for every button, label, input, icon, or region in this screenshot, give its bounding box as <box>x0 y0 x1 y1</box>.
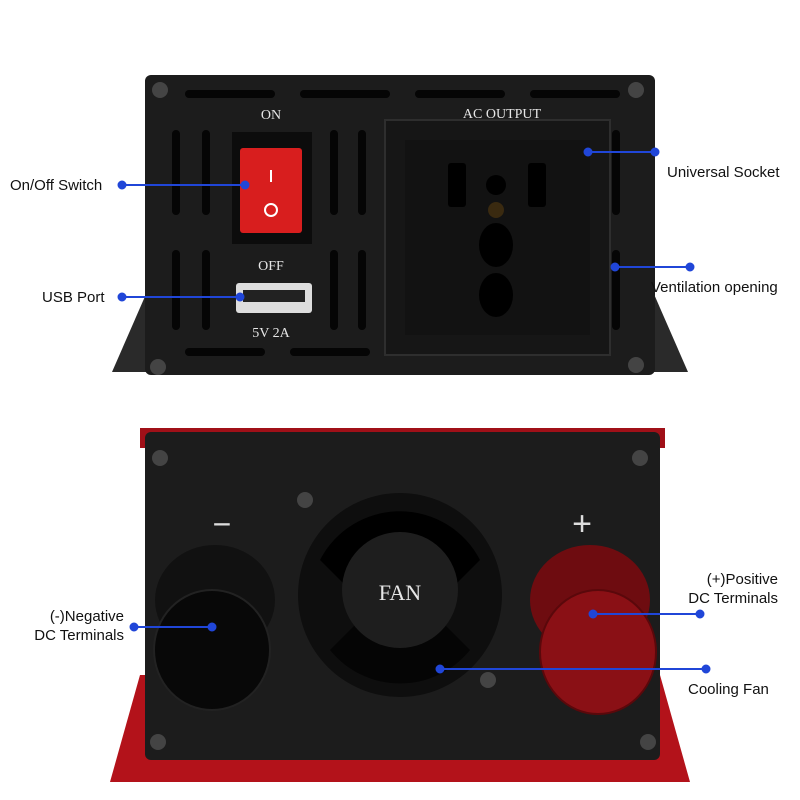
label-usb-port: USB Port <box>42 289 105 306</box>
label-positive-line1: (+)Positive <box>706 571 778 588</box>
label-cooling-fan: Cooling Fan <box>688 681 769 698</box>
label-negative-line2: DC Terminals <box>34 627 124 644</box>
on-off-switch <box>240 148 302 233</box>
minus-sign: − <box>213 506 232 542</box>
ac-output-text: AC OUTPUT <box>463 107 542 122</box>
plus-sign: + <box>572 505 592 543</box>
fan-text: FAN <box>379 580 421 605</box>
leader-lines <box>117 147 711 674</box>
label-positive-terminals: (+)Positive DC Terminals <box>688 570 778 608</box>
screws-bottom <box>150 450 656 750</box>
label-negative-terminals: (-)Negative DC Terminals <box>34 607 124 645</box>
top-unit: ON OFF 5V 2A AC OUTPUT <box>112 75 688 375</box>
positive-terminal-knob <box>539 589 657 715</box>
label-ventilation-opening: Ventilation opening <box>651 279 778 296</box>
label-on-off-switch: On/Off Switch <box>10 177 103 194</box>
usb-rating-text: 5V 2A <box>252 326 290 341</box>
label-universal-socket: Universal Socket <box>667 164 780 181</box>
bottom-unit: FAN − + <box>110 428 690 782</box>
label-positive-line2: DC Terminals <box>688 590 778 607</box>
off-text: OFF <box>258 259 284 274</box>
on-text: ON <box>261 108 281 123</box>
fan-hub <box>342 532 458 648</box>
screws-top <box>150 82 644 375</box>
label-negative-line1: (-)Negative <box>49 608 124 625</box>
negative-terminal-knob <box>153 589 271 711</box>
